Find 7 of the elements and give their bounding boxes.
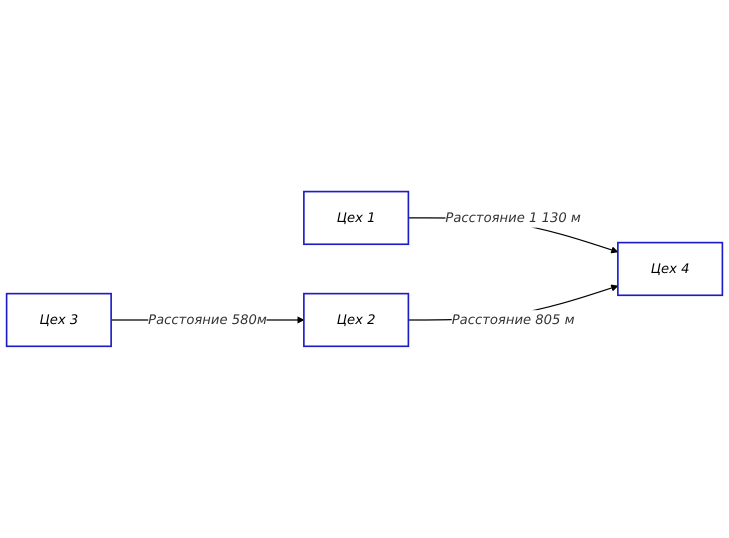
node-box: Цех 3 [6, 292, 112, 348]
node-box: Цех 4 [617, 242, 724, 296]
edge-label: Расстояние 805 м [452, 312, 575, 328]
edge-label: Расстояние 1 130 м [445, 210, 581, 226]
node-box: Цех 2 [303, 292, 410, 348]
node-box: Цех 1 [303, 190, 410, 246]
edge-label: Расстояние 580м [148, 312, 267, 328]
